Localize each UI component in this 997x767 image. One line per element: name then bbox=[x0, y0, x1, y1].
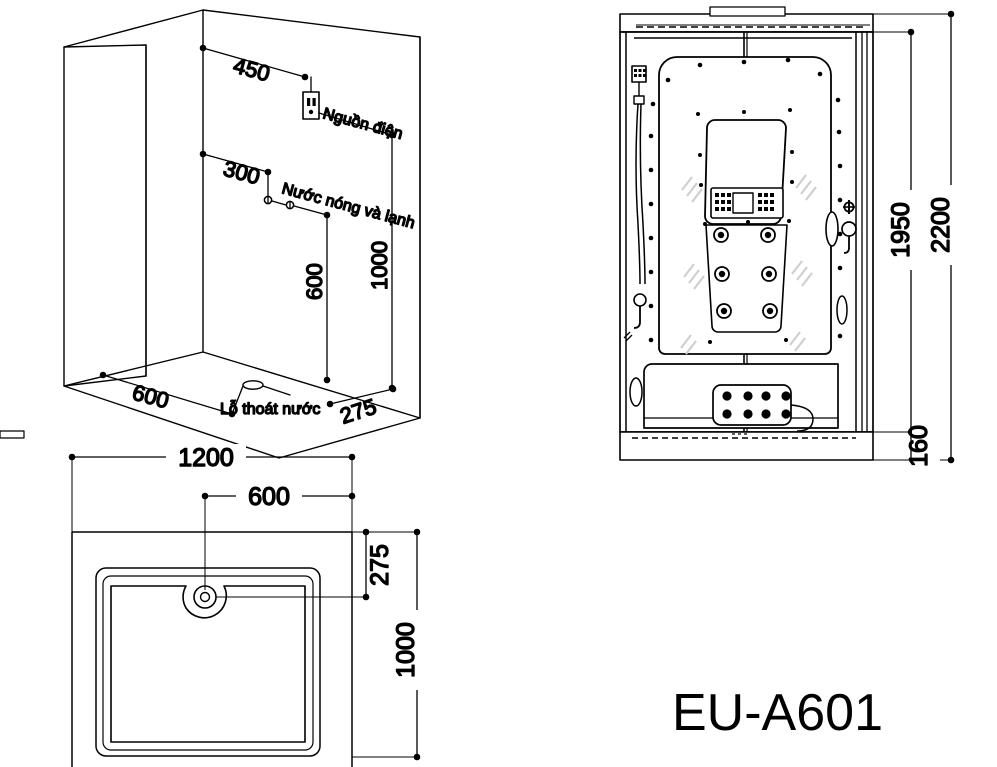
body-jet bbox=[762, 303, 778, 319]
dimension-label-iso-450: 450 bbox=[231, 53, 273, 87]
shower-slide-bar bbox=[623, 65, 647, 342]
foot-massage-jets[interactable] bbox=[712, 384, 814, 432]
dimension-plan-1200: 1200 bbox=[68, 443, 356, 532]
front-elevation-view: 1950 2200 160 bbox=[0, 6, 965, 474]
glass-hatch-marks bbox=[680, 174, 817, 355]
dimension-label-iso-275: 275 bbox=[337, 394, 380, 429]
dimension-iso-1000: 1000 bbox=[366, 134, 396, 392]
iso-floor-tray bbox=[63, 351, 421, 459]
control-panel bbox=[710, 187, 784, 219]
roof-canopy bbox=[619, 6, 874, 33]
control-panel-buttons-right[interactable] bbox=[758, 193, 774, 211]
plan-basin-floor bbox=[110, 585, 306, 743]
dimension-label-iso-600-floor: 600 bbox=[130, 380, 172, 414]
callout-hot-cold-water: Nước nóng và lạnh bbox=[280, 180, 417, 232]
dimension-plan-275: 275 bbox=[216, 527, 400, 603]
body-jet bbox=[716, 303, 732, 319]
dimension-elev-1950: 1950 bbox=[873, 28, 925, 436]
dimension-elev-2200: 2200 bbox=[873, 10, 965, 464]
plan-tray-inner-ring bbox=[95, 567, 321, 757]
body-jet bbox=[714, 266, 730, 282]
plan-tray-inner-ring2 bbox=[102, 575, 314, 751]
dimension-label-plan-600: 600 bbox=[248, 483, 290, 511]
dimension-label-elev-160: 160 bbox=[905, 425, 933, 467]
base-tray bbox=[0, 430, 874, 461]
dimension-label-elev-2200: 2200 bbox=[927, 197, 955, 253]
callout-drain-hole: Lỗ thoát nước bbox=[220, 399, 320, 418]
isometric-enclosure-view: 450 Nguồn điện 1000 300 bbox=[63, 9, 421, 459]
body-jet bbox=[713, 227, 729, 243]
dimension-label-elev-1950: 1950 bbox=[887, 202, 915, 258]
control-panel-buttons-left[interactable] bbox=[715, 193, 731, 211]
dimension-label-iso-600-vert: 600 bbox=[302, 263, 327, 300]
dimension-label-plan-1200: 1200 bbox=[178, 444, 234, 472]
dimension-label-plan-275: 275 bbox=[366, 544, 394, 586]
drain-hole-icon bbox=[231, 380, 291, 415]
dimension-label-plan-1000: 1000 bbox=[392, 622, 420, 678]
iso-left-wall bbox=[63, 44, 147, 387]
hot-cold-water-fittings-icon bbox=[263, 171, 331, 219]
dimension-label-iso-300: 300 bbox=[221, 156, 263, 190]
side-bracket bbox=[629, 377, 643, 407]
dimension-plan-600: 600 bbox=[201, 482, 356, 590]
hand-shower-holder bbox=[836, 295, 848, 325]
body-jet bbox=[761, 266, 777, 282]
dimension-label-iso-1000: 1000 bbox=[367, 241, 392, 290]
body-jet bbox=[760, 227, 776, 243]
dimension-iso-300: 300 bbox=[199, 150, 272, 190]
dimension-iso-450: 450 bbox=[199, 44, 309, 87]
body-jets bbox=[713, 227, 778, 319]
plan-tray-view: 1200 600 275 1000 bbox=[68, 443, 430, 767]
power-outlet-icon bbox=[302, 76, 320, 120]
dimension-elev-160: 160 bbox=[904, 418, 940, 474]
model-number-label: EU-A601 bbox=[672, 684, 883, 742]
leader-power-source bbox=[318, 112, 393, 136]
mixer-valve bbox=[843, 200, 855, 214]
hand-shower bbox=[825, 211, 857, 254]
dimension-iso-600-vertical: 600 bbox=[301, 214, 331, 384]
dimension-plan-1000: 1000 bbox=[352, 528, 430, 761]
